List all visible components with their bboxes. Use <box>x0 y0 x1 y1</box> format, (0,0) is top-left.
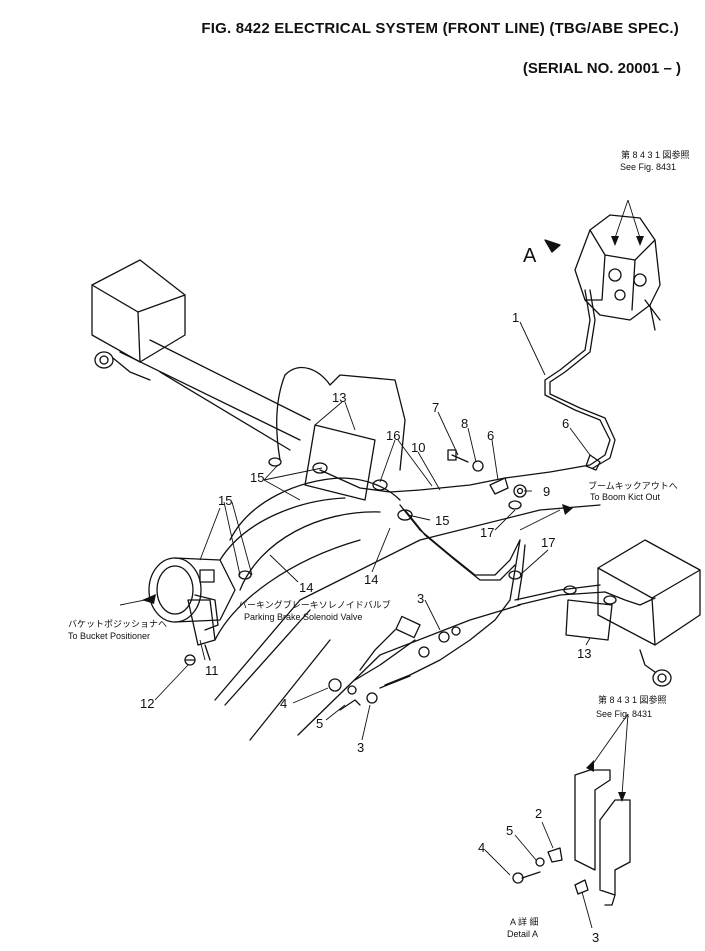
part-11: 11 <box>205 663 219 678</box>
part-6a: 6 <box>562 416 569 431</box>
cover-plate-13a <box>304 424 376 501</box>
view-a-label: A <box>523 245 537 267</box>
part-3c: 3 <box>592 930 599 945</box>
part-2: 2 <box>535 806 542 821</box>
part-14a: 14 <box>299 580 313 595</box>
bucket-positioner-en: To Bucket Positioner <box>68 631 150 641</box>
front-fender <box>214 366 406 641</box>
connector-block <box>574 214 661 331</box>
left-lamp <box>91 259 186 381</box>
part-9: 9 <box>543 484 550 499</box>
bucket-positioner-jp: バケットポジッショナへ <box>68 619 167 629</box>
part-3a: 3 <box>417 591 424 606</box>
main-harness <box>319 289 616 686</box>
part-5a: 5 <box>316 716 323 731</box>
part-13b: 13 <box>577 646 591 661</box>
part-13a: 13 <box>332 390 346 405</box>
left-headlamp <box>148 557 236 631</box>
part-12: 12 <box>140 696 154 711</box>
ref-top-jp: 第 8 4 3 1 図参照 <box>621 149 690 160</box>
serial-number: (SERIAL NO. 20001 – ) <box>522 60 681 77</box>
right-lamp <box>563 539 701 687</box>
view-arrow <box>544 239 561 253</box>
part-17b: 17 <box>541 535 555 550</box>
part-10: 10 <box>411 440 425 455</box>
parking-brake-jp: パーキングブレーキソレノイドバルブ <box>238 599 391 610</box>
cover-plate-13b <box>565 599 613 641</box>
detail-a-en: Detail A <box>507 929 538 939</box>
part-15b: 15 <box>218 493 232 508</box>
figure-header: FIG. 8422 ELECTRICAL SYSTEM (FRONT LINE)… <box>0 0 705 90</box>
part-4a: 4 <box>280 696 287 711</box>
part-8: 8 <box>461 416 468 431</box>
part-6b: 6 <box>487 428 494 443</box>
boom-kick-en: To Boom Kict Out <box>590 492 661 502</box>
part-1: 1 <box>512 310 519 325</box>
ref-bottom-jp: 第 8 4 3 1 図参照 <box>598 694 667 705</box>
part-16: 16 <box>386 428 400 443</box>
part-15c: 15 <box>435 513 449 528</box>
parking-brake-en: Parking Brake Solenoid Valve <box>244 612 362 622</box>
detail-a-jp: A 詳 細 <box>510 916 539 927</box>
part-7: 7 <box>432 400 439 415</box>
ref-top-en: See Fig. 8431 <box>620 162 676 172</box>
bracket-11 <box>184 599 216 666</box>
detail-a-brackets <box>512 769 631 906</box>
part-17a: 17 <box>480 525 494 540</box>
part-15a: 15 <box>250 470 264 485</box>
bolt-group-upper <box>447 449 601 498</box>
solenoid-valve-wiring <box>328 615 461 711</box>
boom-kick-jp: ブームキックアウトへ <box>588 480 678 491</box>
figure-title: FIG. 8422 ELECTRICAL SYSTEM (FRONT LINE)… <box>201 20 679 37</box>
ref-bottom-en: See Fig. 8431 <box>596 709 652 719</box>
harness-clamps <box>238 457 522 580</box>
part-14b: 14 <box>364 572 378 587</box>
part-5b: 5 <box>506 823 513 838</box>
part-4b: 4 <box>478 840 485 855</box>
part-3b: 3 <box>357 740 364 755</box>
